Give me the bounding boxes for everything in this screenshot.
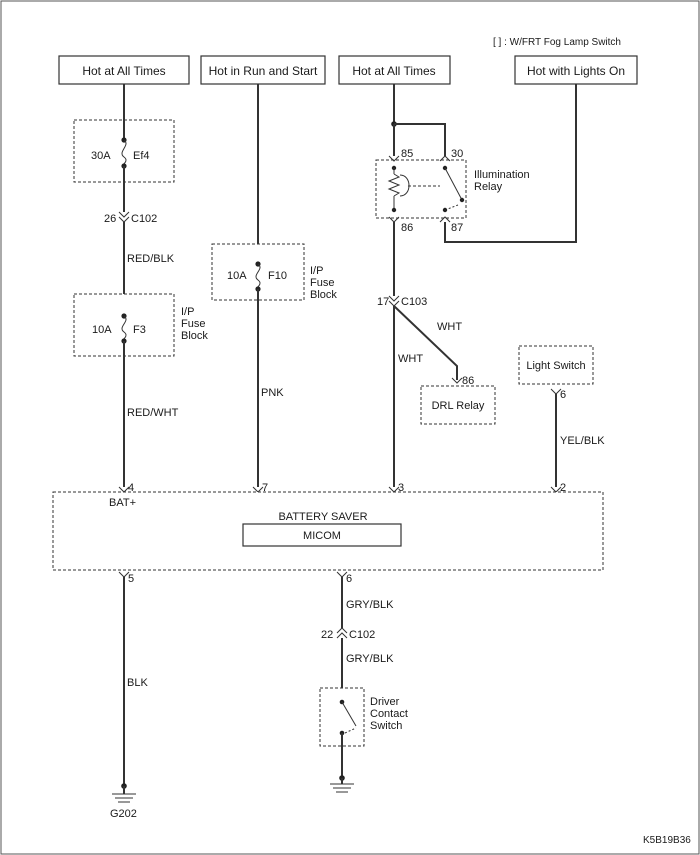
wire-pnk-label: PNK bbox=[261, 387, 284, 399]
light-switch-label: Light Switch bbox=[526, 360, 585, 372]
module-pin-4: 4 bbox=[128, 482, 134, 494]
module-pin-6: 6 bbox=[346, 573, 352, 585]
connector-c102-top-pin: 26 bbox=[104, 213, 116, 225]
module-pin-2: 2 bbox=[560, 482, 566, 494]
wire-blk-label: BLK bbox=[127, 677, 148, 689]
illumination-relay-box bbox=[375, 159, 467, 219]
module-pin-3: 3 bbox=[398, 482, 404, 494]
relay-coil-resistor bbox=[387, 173, 401, 197]
fuse-f10-block-1: I/P bbox=[310, 265, 323, 277]
driver-switch-arm bbox=[341, 701, 357, 727]
wire-gry-blk-label-b: GRY/BLK bbox=[346, 653, 394, 665]
fog-lamp-note: [ ] : W/FRT Fog Lamp Switch bbox=[493, 37, 621, 48]
fuse-f3-id: F3 bbox=[133, 324, 146, 336]
wire-yel-blk-label: YEL/BLK bbox=[560, 435, 605, 447]
relay-pin-30: 30 bbox=[451, 148, 463, 160]
driver-switch-label-2: Contact bbox=[370, 708, 408, 720]
wire-red-blk-label: RED/BLK bbox=[127, 253, 175, 265]
relay-title-1: Illumination bbox=[474, 169, 530, 181]
module-title: BATTERY SAVER bbox=[278, 511, 367, 523]
ground-g202-symbol bbox=[112, 786, 136, 803]
micom-label: MICOM bbox=[303, 530, 341, 542]
wire-wht-label-b: WHT bbox=[437, 321, 462, 333]
connector-c102-top-name: C102 bbox=[131, 213, 157, 225]
module-bat-label: BAT+ bbox=[109, 497, 136, 509]
relay-switch-arm bbox=[444, 167, 463, 201]
power-source-4-label: Hot with Lights On bbox=[527, 64, 625, 78]
fuse-ef4-id: Ef4 bbox=[133, 150, 150, 162]
power-source-4: Hot with Lights On bbox=[514, 55, 638, 85]
relay-title-2: Relay bbox=[474, 181, 503, 193]
module-pin-5: 5 bbox=[128, 573, 134, 585]
ground-g202-label: G202 bbox=[110, 808, 137, 820]
connector-c103-pin: 17 bbox=[377, 296, 389, 308]
drl-relay-box bbox=[420, 385, 496, 425]
drl-relay-pin: 86 bbox=[462, 375, 474, 387]
micom-box bbox=[242, 523, 402, 547]
fuse-f10-block-3: Block bbox=[310, 289, 337, 301]
wire-red-wht-label: RED/WHT bbox=[127, 407, 179, 419]
driver-switch-label-1: Driver bbox=[370, 696, 400, 708]
drl-relay-label: DRL Relay bbox=[432, 400, 485, 412]
connector-c103-symbol bbox=[388, 295, 400, 302]
power-source-2: Hot in Run and Start bbox=[200, 55, 326, 85]
power-source-3-label: Hot at All Times bbox=[352, 64, 435, 78]
fuse-f3-block-2: Fuse bbox=[181, 318, 205, 330]
relay-pin-85: 85 bbox=[401, 148, 413, 160]
wire-drl-branch bbox=[393, 305, 458, 380]
power-source-1: Hot at All Times bbox=[58, 55, 190, 85]
connector-c102-bottom-name: C102 bbox=[349, 629, 375, 641]
light-switch-box bbox=[518, 345, 594, 385]
fuse-ef4-rating: 30A bbox=[91, 150, 111, 162]
connector-c102-bottom-pin: 22 bbox=[321, 629, 333, 641]
ground-driver-switch-symbol bbox=[330, 778, 354, 793]
power-source-1-label: Hot at All Times bbox=[82, 64, 165, 78]
wire-lights-on bbox=[444, 84, 577, 243]
relay-pin-87: 87 bbox=[451, 222, 463, 234]
fuse-f10-block-2: Fuse bbox=[310, 277, 334, 289]
fuse-f10-id: F10 bbox=[268, 270, 287, 282]
connector-c103-name: C103 bbox=[401, 296, 427, 308]
driver-switch-label-3: Switch bbox=[370, 720, 402, 732]
connector-c102-bottom-symbol bbox=[336, 627, 348, 634]
fuse-f10-rating: 10A bbox=[227, 270, 247, 282]
power-source-3: Hot at All Times bbox=[338, 55, 451, 85]
fuse-f3-block-1: I/P bbox=[181, 306, 194, 318]
power-source-2-label: Hot in Run and Start bbox=[209, 64, 318, 78]
fuse-f3-block-3: Block bbox=[181, 330, 208, 342]
fuse-f3-rating: 10A bbox=[92, 324, 112, 336]
light-switch-pin: 6 bbox=[560, 389, 566, 401]
wire-gry-blk-label-a: GRY/BLK bbox=[346, 599, 394, 611]
module-pin-7: 7 bbox=[262, 482, 268, 494]
figure-id: K5B19B36 bbox=[643, 835, 691, 846]
wire-wht-label-a: WHT bbox=[398, 353, 423, 365]
relay-pin-86: 86 bbox=[401, 222, 413, 234]
connector-c102-top-symbol bbox=[118, 211, 130, 218]
